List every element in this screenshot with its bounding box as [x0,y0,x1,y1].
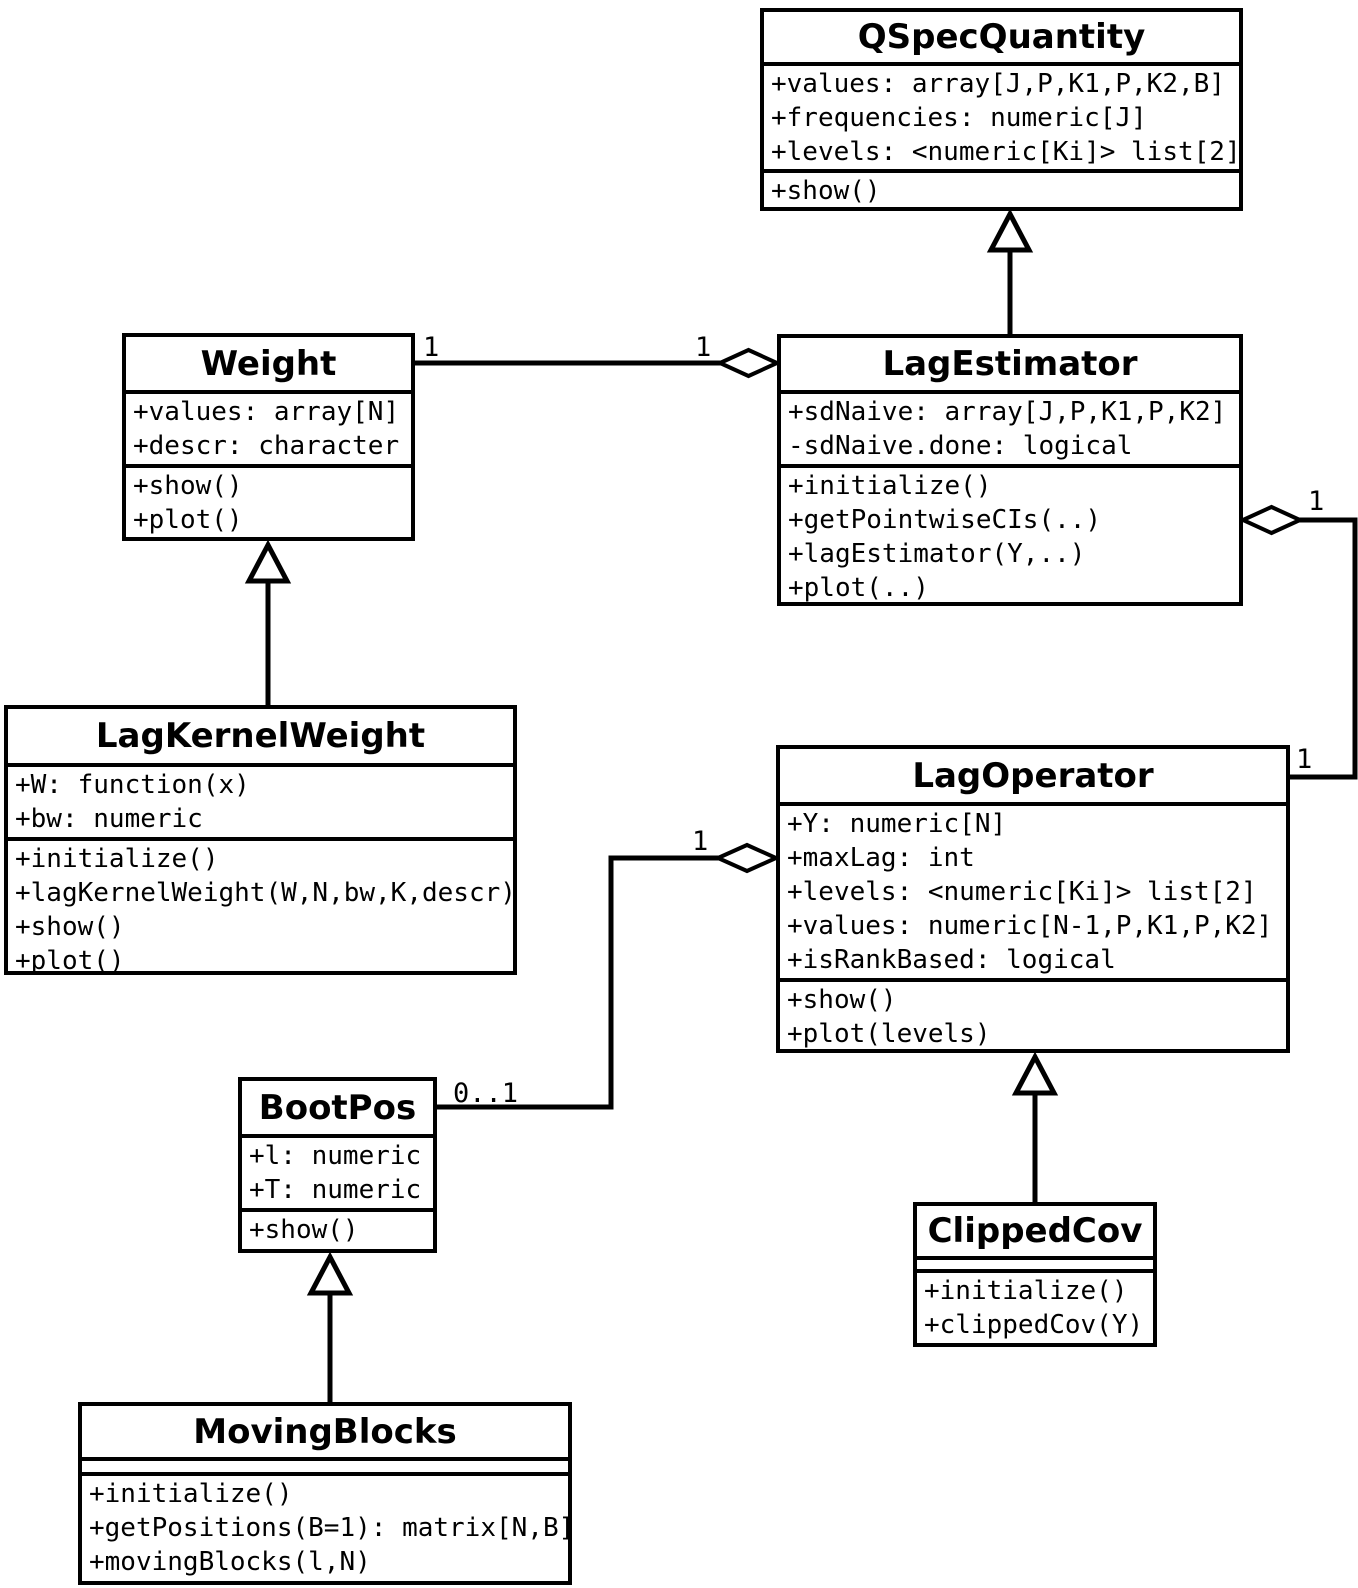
multiplicity-label-lagestimator-end-weight-link: 1 [695,332,712,363]
class-title-lagestimator: LagEstimator [781,338,1239,394]
class-title-clippedcov: ClippedCov [917,1206,1153,1260]
attributes-compartment: +sdNaive: array[J,P,K1,P,K2] -sdNaive.do… [781,394,1239,468]
attribute: +frequencies: numeric[J] [771,103,1147,133]
method: +plot() [15,946,125,976]
generalization-arrow-lagestimator-to-qspecquantity [986,208,1034,334]
attribute: +bw: numeric [15,804,203,834]
methods-compartment: +initialize() +getPointwiseCIs(..) +lagE… [781,468,1239,605]
attribute: +l: numeric [249,1141,422,1171]
class-lagoperator: LagOperator +Y: numeric[N] +maxLag: int … [776,745,1290,1053]
methods-compartment: +show() [764,173,1239,208]
method: +show() [771,176,881,206]
method: +show() [249,1215,359,1245]
method: +getPointwiseCIs(..) [788,505,1102,535]
class-weight: Weight +values: array[N] +descr: charact… [122,333,415,541]
generalization-arrow-lagkernelweight-to-weight [244,539,292,705]
attribute: +levels: <numeric[Ki]> list[2] [787,877,1257,907]
attributes-compartment-empty [917,1260,1153,1273]
generalization-arrow-clippedcov-to-lagoperator [1011,1051,1059,1202]
method: +initialize() [788,471,992,501]
method: +plot(..) [788,573,929,603]
method: +initialize() [15,844,219,874]
attribute: -sdNaive.done: logical [788,431,1133,461]
aggregation-link-lagoperator-lagestimator [1238,504,1358,780]
method: +movingBlocks(l,N) [89,1547,371,1577]
multiplicity-label-lagoperator-end-lagestimator-link: 1 [1296,744,1313,775]
method: +plot() [133,505,243,535]
generalization-arrow-movingblocks-to-bootpos [306,1251,354,1402]
class-title-lagoperator: LagOperator [780,749,1286,806]
attribute: +isRankBased: logical [787,945,1116,975]
attribute: +values: array[J,P,K1,P,K2,B] [771,69,1225,99]
attribute: +sdNaive: array[J,P,K1,P,K2] [788,397,1227,427]
attribute: +T: numeric [249,1175,422,1205]
method: +clippedCov(Y) [924,1310,1144,1340]
attribute: +descr: character [133,431,400,461]
multiplicity-label-lagestimator-end-lagoperator-link: 1 [1308,486,1325,517]
method: +show() [15,912,125,942]
class-lagestimator: LagEstimator +sdNaive: array[J,P,K1,P,K2… [777,334,1243,606]
attributes-compartment: +values: array[N] +descr: character [126,394,411,468]
multiplicity-label-lagoperator-end-bootpos-link: 1 [692,826,709,857]
class-title-movingblocks: MovingBlocks [82,1406,568,1461]
class-title-bootpos: BootPos [242,1081,433,1138]
class-title-weight: Weight [126,337,411,394]
method: +initialize() [924,1276,1128,1306]
multiplicity-label-bootpos-end: 0..1 [453,1078,519,1109]
attribute: +Y: numeric[N] [787,809,1007,839]
methods-compartment: +show() [242,1212,433,1249]
attribute: +W: function(x) [15,770,250,800]
class-title-qspecquantity: QSpecQuantity [764,12,1239,66]
class-bootpos: BootPos +l: numeric +T: numeric +show() [238,1077,437,1253]
class-clippedcov: ClippedCov +initialize() +clippedCov(Y) [913,1202,1157,1347]
attribute: +values: array[N] [133,397,400,427]
methods-compartment: +initialize() +clippedCov(Y) [917,1273,1153,1343]
method: +lagEstimator(Y,..) [788,539,1086,569]
class-movingblocks: MovingBlocks +initialize() +getPositions… [78,1402,575,1585]
multiplicity-label-weight-end: 1 [423,332,440,363]
method: +show() [133,471,243,501]
attribute: +levels: <numeric[Ki]> list[2] [771,137,1241,167]
class-lagkernelweight: LagKernelWeight +W: function(x) +bw: num… [4,705,517,978]
methods-compartment: +show() +plot() [126,468,411,537]
attribute: +values: numeric[N-1,P,K1,P,K2] [787,911,1273,941]
aggregation-link-weight-lagestimator [415,347,782,379]
attributes-compartment: +Y: numeric[N] +maxLag: int +levels: <nu… [780,806,1286,982]
attribute: +maxLag: int [787,843,975,873]
attributes-compartment-empty [82,1461,568,1476]
class-title-lagkernelweight: LagKernelWeight [8,709,513,767]
attributes-compartment: +values: array[J,P,K1,P,K2,B] +frequenci… [764,66,1241,173]
class-qspecquantity: QSpecQuantity +values: array[J,P,K1,P,K2… [760,8,1243,211]
method: +getPositions(B=1): matrix[N,B] [89,1513,575,1543]
method: +plot(levels) [787,1019,991,1049]
method: +lagKernelWeight(W,N,bw,K,descr) [15,878,516,908]
methods-compartment: +initialize() +getPositions(B=1): matrix… [82,1476,575,1581]
methods-compartment: +initialize() +lagKernelWeight(W,N,bw,K,… [8,841,516,978]
method: +initialize() [89,1479,293,1509]
attributes-compartment: +W: function(x) +bw: numeric [8,767,513,841]
methods-compartment: +show() +plot(levels) [780,982,1286,1051]
method: +show() [787,985,897,1015]
attributes-compartment: +l: numeric +T: numeric [242,1138,433,1212]
